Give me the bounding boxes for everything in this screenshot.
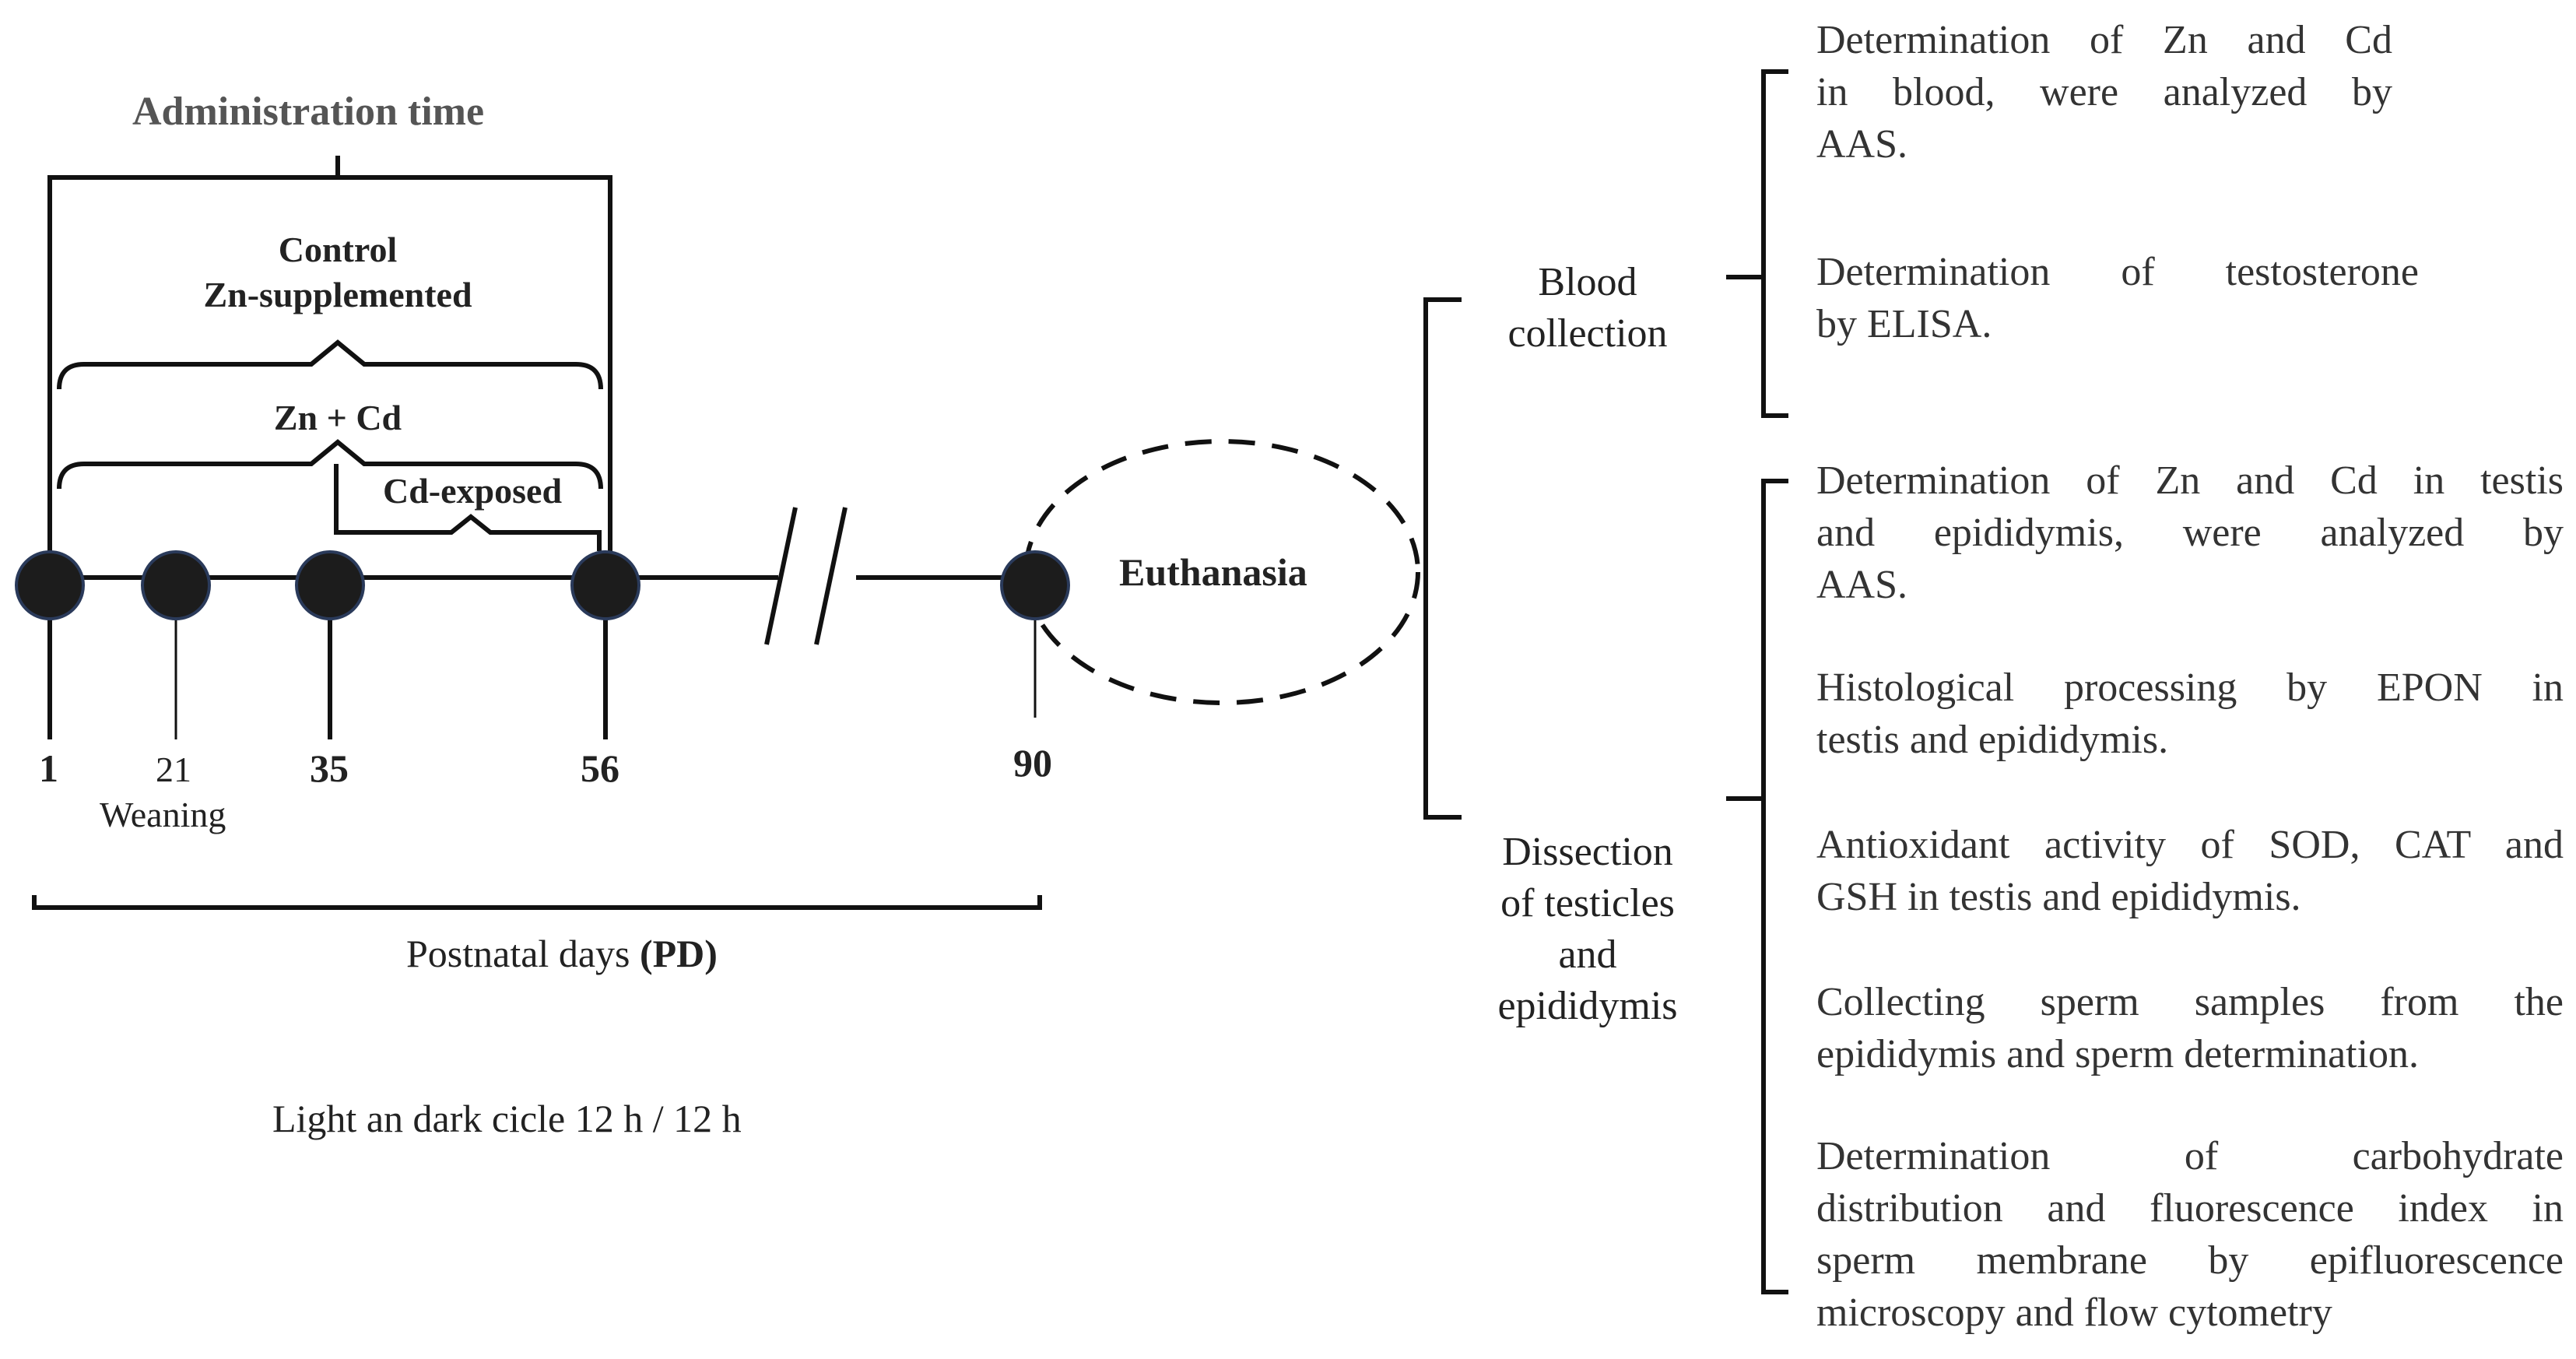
paragraph-line: microscopy and flow cytometry xyxy=(1816,1291,2332,1335)
dissection-line-4: epididymis xyxy=(1497,984,1678,1028)
blood-collection-label: Blood collection xyxy=(1479,257,1697,360)
antioxidant-paragraph: Antioxidant activity of SOD, CAT and GSH… xyxy=(1816,819,2564,923)
dissection-label: Dissection of testicles and epididymis xyxy=(1463,827,1712,1032)
blood-zn-cd-paragraph: Determination of Zn and Cd in blood, wer… xyxy=(1816,14,2392,170)
blood-collection-line-2: collection xyxy=(1507,311,1668,356)
postnatal-days-abbr: (PD) xyxy=(639,932,718,975)
main-branch-bracket xyxy=(1423,297,1462,820)
paragraph-line: distribution and fluorescence index in xyxy=(1816,1186,2564,1231)
sperm-samples-paragraph: Collecting sperm samples from the epidid… xyxy=(1816,976,2564,1080)
dissection-results-bracket xyxy=(1726,479,1788,1294)
day-90-label: 90 xyxy=(1013,741,1052,785)
paragraph-line: by ELISA. xyxy=(1816,302,1992,346)
paragraph-line: AAS. xyxy=(1816,122,1908,167)
paragraph-line: sperm membrane by epifluorescence xyxy=(1816,1238,2564,1283)
timeline-break-mark-2 xyxy=(814,507,848,645)
zn-cd-group-label: Zn + Cd xyxy=(273,398,402,437)
day-56-label: 56 xyxy=(581,746,619,790)
day-21-label: 21 xyxy=(156,750,191,789)
administration-time-bracket xyxy=(47,175,612,576)
day-21-node xyxy=(141,550,211,620)
blood-results-bracket xyxy=(1726,69,1788,418)
day-90-node xyxy=(1000,550,1070,620)
paragraph-line: GSH in testis and epididymis. xyxy=(1816,875,2301,919)
postnatal-days-bracket xyxy=(32,895,1042,910)
cd-exposed-group-label: Cd-exposed xyxy=(383,471,563,511)
paragraph-line: in blood, were analyzed by xyxy=(1816,70,2392,114)
control-group-label: Control xyxy=(278,230,398,269)
light-cycle-label: Light an dark cicle 12 h / 12 h xyxy=(272,1097,742,1140)
paragraph-line: Histological processing by EPON in xyxy=(1816,665,2564,710)
cd-exposed-bracket xyxy=(334,464,602,551)
weaning-label: Weaning xyxy=(100,795,226,834)
paragraph-line: AAS. xyxy=(1816,563,1908,607)
day-35-node xyxy=(295,550,365,620)
paragraph-line: Collecting sperm samples from the xyxy=(1816,980,2564,1024)
dissection-line-2: of testicles xyxy=(1500,881,1675,925)
paragraph-line: Determination of Zn and Cd xyxy=(1816,18,2392,62)
carbohydrate-paragraph: Determination of carbohydrate distributi… xyxy=(1816,1130,2564,1339)
paragraph-line: Determination of carbohydrate xyxy=(1816,1134,2564,1178)
paragraph-line: Determination of Zn and Cd in testis xyxy=(1816,458,2564,503)
dissection-line-3: and xyxy=(1558,932,1617,977)
postnatal-days-text: Postnatal days xyxy=(406,932,630,975)
control-group-bracket xyxy=(57,339,603,390)
euthanasia-label: Euthanasia xyxy=(1119,550,1307,594)
timeline-break-mark-1 xyxy=(764,507,798,645)
paragraph-line: Determination of testosterone xyxy=(1816,250,2419,294)
day-1-node xyxy=(15,550,85,620)
day-1-label: 1 xyxy=(39,746,58,790)
blood-collection-line-1: Blood xyxy=(1538,260,1637,304)
day-35-label: 35 xyxy=(310,746,349,790)
day-56-node xyxy=(570,550,640,620)
testis-zn-cd-paragraph: Determination of Zn and Cd in testis and… xyxy=(1816,455,2564,611)
euthanasia-ellipse xyxy=(1023,439,1420,705)
postnatal-days-label: Postnatal days (PD) xyxy=(406,934,718,973)
dissection-line-1: Dissection xyxy=(1502,830,1673,874)
paragraph-line: epididymis and sperm determination. xyxy=(1816,1032,2420,1076)
blood-testosterone-paragraph: Determination of testosterone by ELISA. xyxy=(1816,246,2419,350)
histology-paragraph: Histological processing by EPON in testi… xyxy=(1816,662,2564,766)
administration-time-label: Administration time xyxy=(132,90,485,134)
zn-supplemented-group-label: Zn-supplemented xyxy=(203,275,472,314)
paragraph-line: testis and epididymis. xyxy=(1816,718,2169,762)
paragraph-line: and epididymis, were analyzed by xyxy=(1816,511,2564,555)
zn-cd-group-bracket xyxy=(57,439,603,490)
paragraph-line: Antioxidant activity of SOD, CAT and xyxy=(1816,823,2564,867)
